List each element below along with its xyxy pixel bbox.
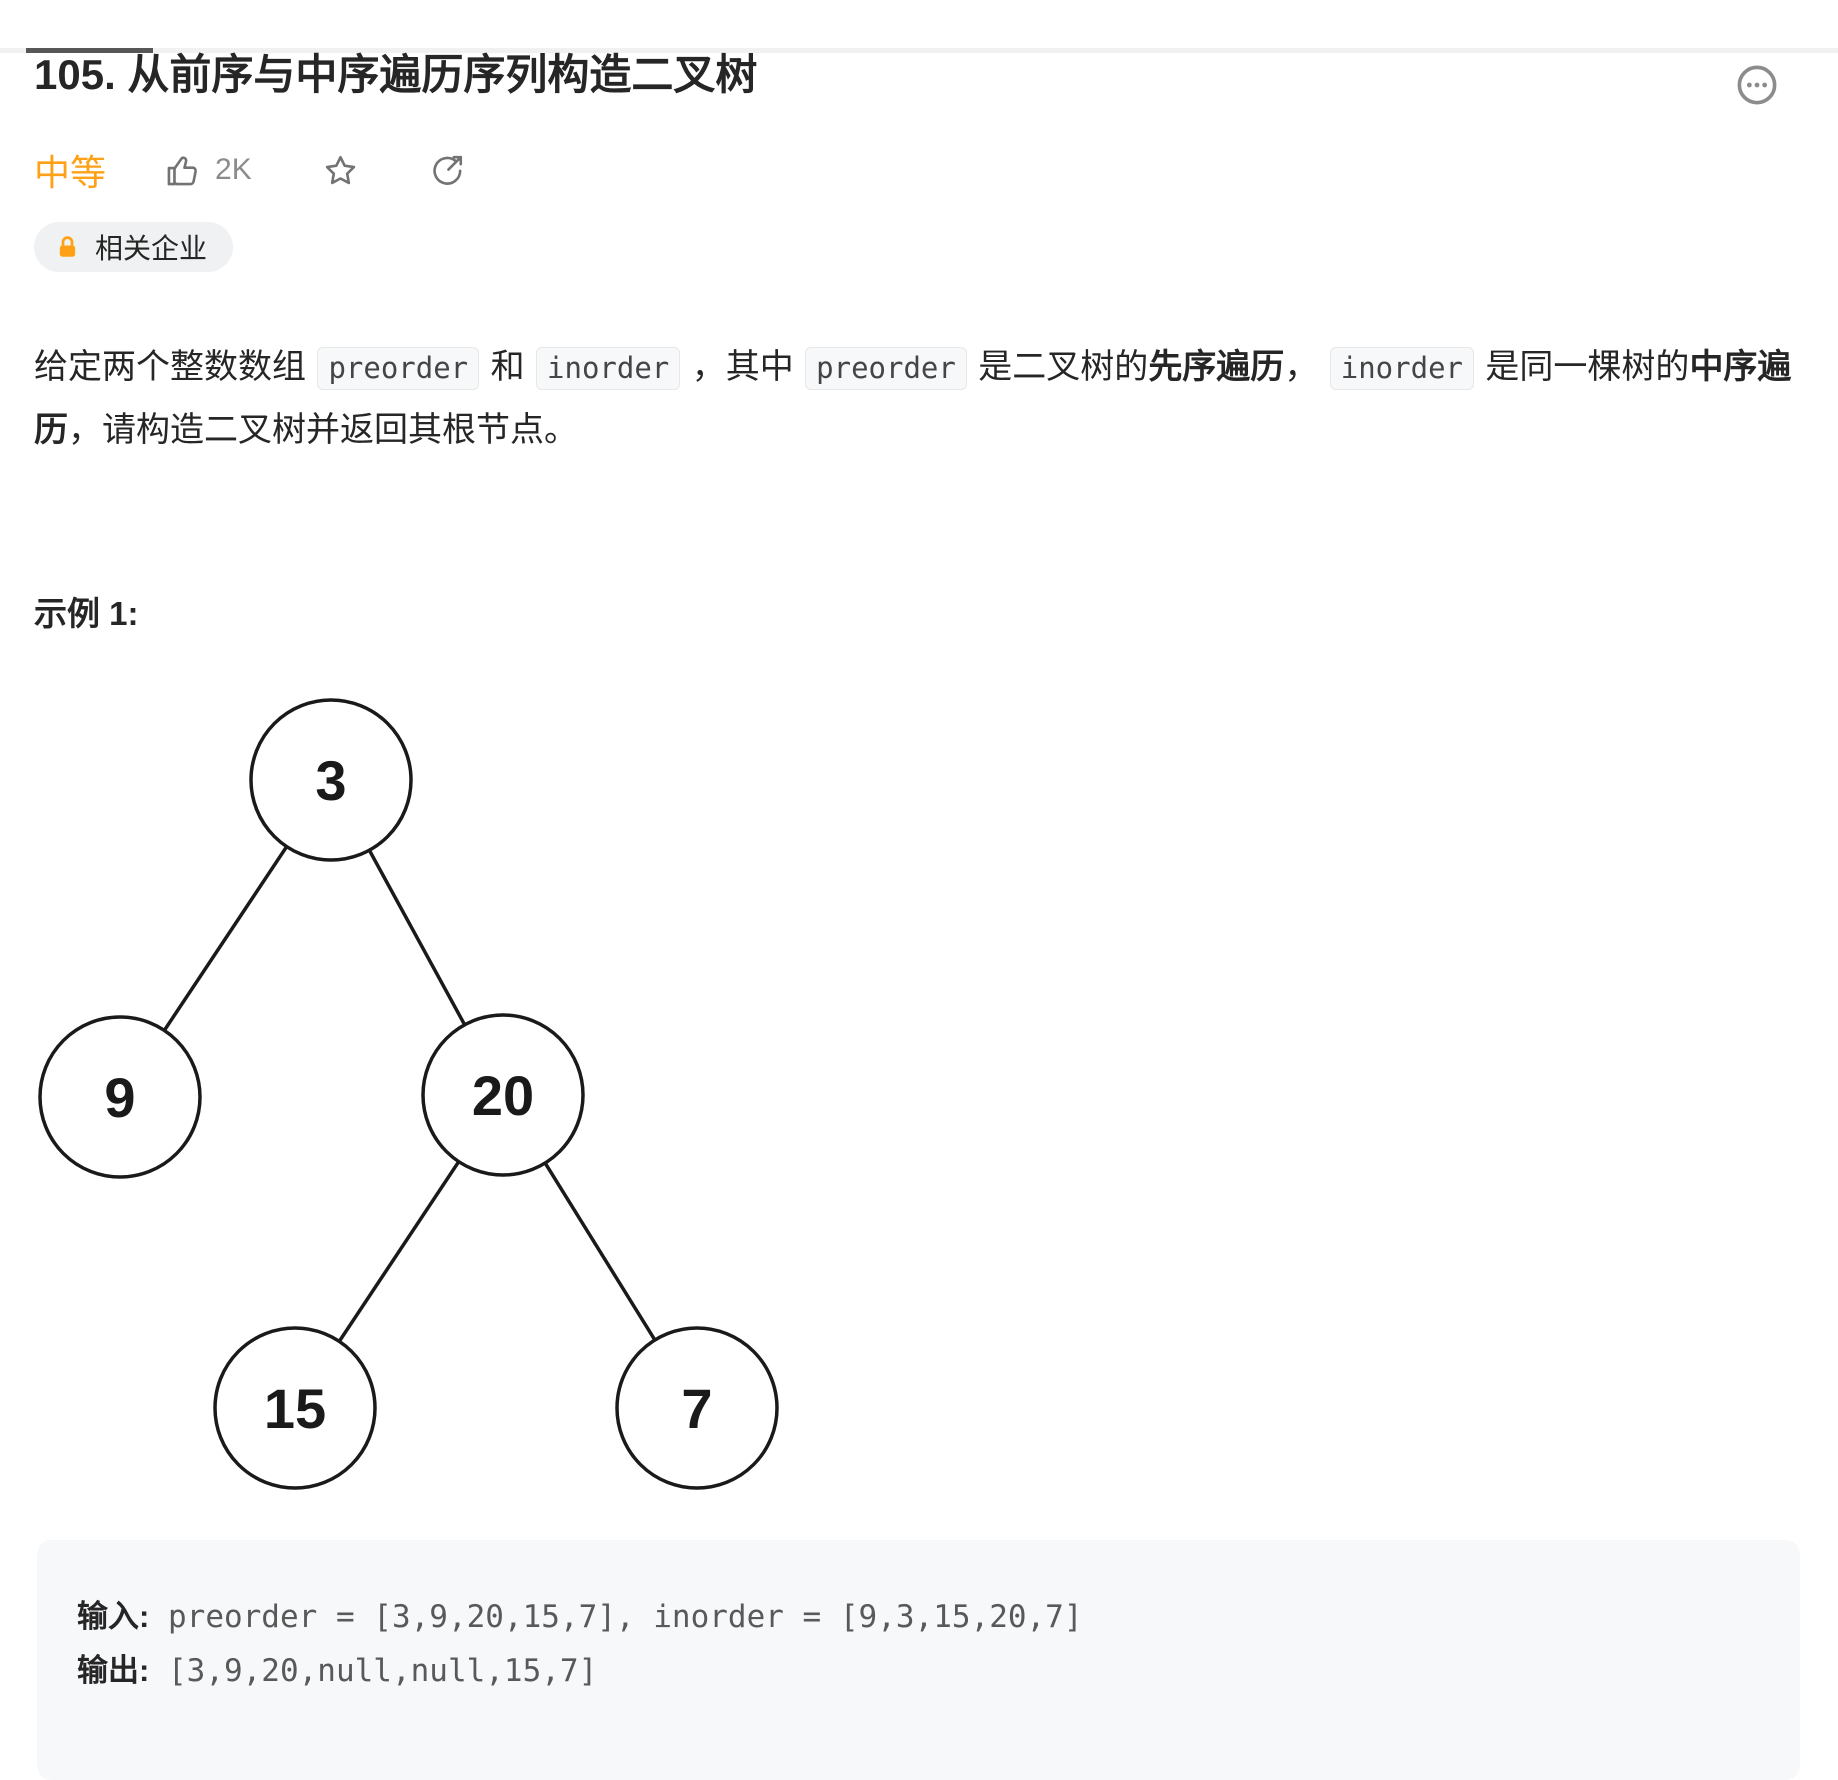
related-companies-label: 相关企业 bbox=[95, 233, 208, 264]
tree-node-label: 9 bbox=[104, 1066, 135, 1129]
output-value: [3,9,20,null,null,15,7] bbox=[149, 1653, 598, 1689]
binary-tree-diagram: 3 9 20 15 7 bbox=[34, 647, 1804, 1496]
description-text: 和 bbox=[481, 348, 535, 386]
description-text: ， bbox=[1284, 348, 1328, 386]
tree-node bbox=[38, 1015, 202, 1179]
example-input-line: 输入: preorder = [3,9,20,15,7], inorder = … bbox=[77, 1590, 1760, 1644]
tree-node-label: 7 bbox=[681, 1377, 712, 1440]
share-icon bbox=[429, 152, 466, 189]
description-text: ，请构造二叉树并返回其根节点。 bbox=[68, 411, 578, 449]
output-label: 输出: bbox=[77, 1653, 150, 1688]
inline-code: preorder bbox=[805, 347, 967, 390]
problem-description: 给定两个整数数组 preorder 和 inorder ，其中 preorder… bbox=[34, 336, 1804, 461]
favorite-button[interactable] bbox=[322, 152, 359, 189]
more-options-button[interactable] bbox=[1734, 62, 1780, 108]
thumbs-up-icon bbox=[164, 152, 201, 189]
tree-node bbox=[213, 1326, 377, 1490]
description-bold-text: 中序遍历 bbox=[34, 348, 1792, 449]
description-text: 是二叉树的 bbox=[968, 348, 1149, 386]
tree-node-label: 20 bbox=[472, 1064, 534, 1127]
page-title: 105. 从前序与中序遍历序列构造二叉树 bbox=[34, 51, 758, 98]
inline-code: inorder bbox=[1329, 347, 1474, 390]
like-count: 2K bbox=[215, 153, 252, 186]
tree-node-label: 15 bbox=[264, 1377, 326, 1440]
horizontal-scrollbar[interactable] bbox=[0, 48, 1838, 53]
ellipsis-circle-icon bbox=[1734, 62, 1780, 108]
description-bold-text: 先序遍历 bbox=[1148, 348, 1285, 386]
example-output-line: 输出: [3,9,20,null,null,15,7] bbox=[77, 1644, 1760, 1698]
like-button[interactable]: 2K bbox=[164, 152, 252, 189]
example-heading: 示例 1: bbox=[34, 595, 139, 632]
related-companies-tag[interactable]: 相关企业 bbox=[34, 222, 234, 272]
difficulty-badge: 中等 bbox=[34, 152, 107, 193]
lock-icon bbox=[54, 234, 81, 261]
tree-node bbox=[615, 1326, 779, 1490]
tree-node bbox=[421, 1013, 585, 1177]
tree-node bbox=[249, 698, 413, 862]
input-value: preorder = [3,9,20,15,7], inorder = [9,3… bbox=[149, 1599, 1083, 1635]
problem-detail-panel: 105. 从前序与中序遍历序列构造二叉树 中等 2K bbox=[0, 48, 1838, 1780]
inline-code: preorder bbox=[317, 347, 480, 390]
description-text: ，其中 bbox=[682, 348, 804, 386]
inline-code: inorder bbox=[536, 347, 681, 390]
star-icon bbox=[322, 152, 359, 189]
input-label: 输入: bbox=[77, 1599, 150, 1634]
description-text: 给定两个整数数组 bbox=[34, 348, 316, 386]
description-text: 是同一棵树的 bbox=[1475, 348, 1690, 386]
scrollbar-thumb[interactable] bbox=[26, 48, 153, 53]
share-button[interactable] bbox=[429, 152, 466, 189]
tree-node-label: 3 bbox=[315, 749, 346, 812]
example-code-block: 输入: preorder = [3,9,20,15,7], inorder = … bbox=[37, 1540, 1800, 1780]
